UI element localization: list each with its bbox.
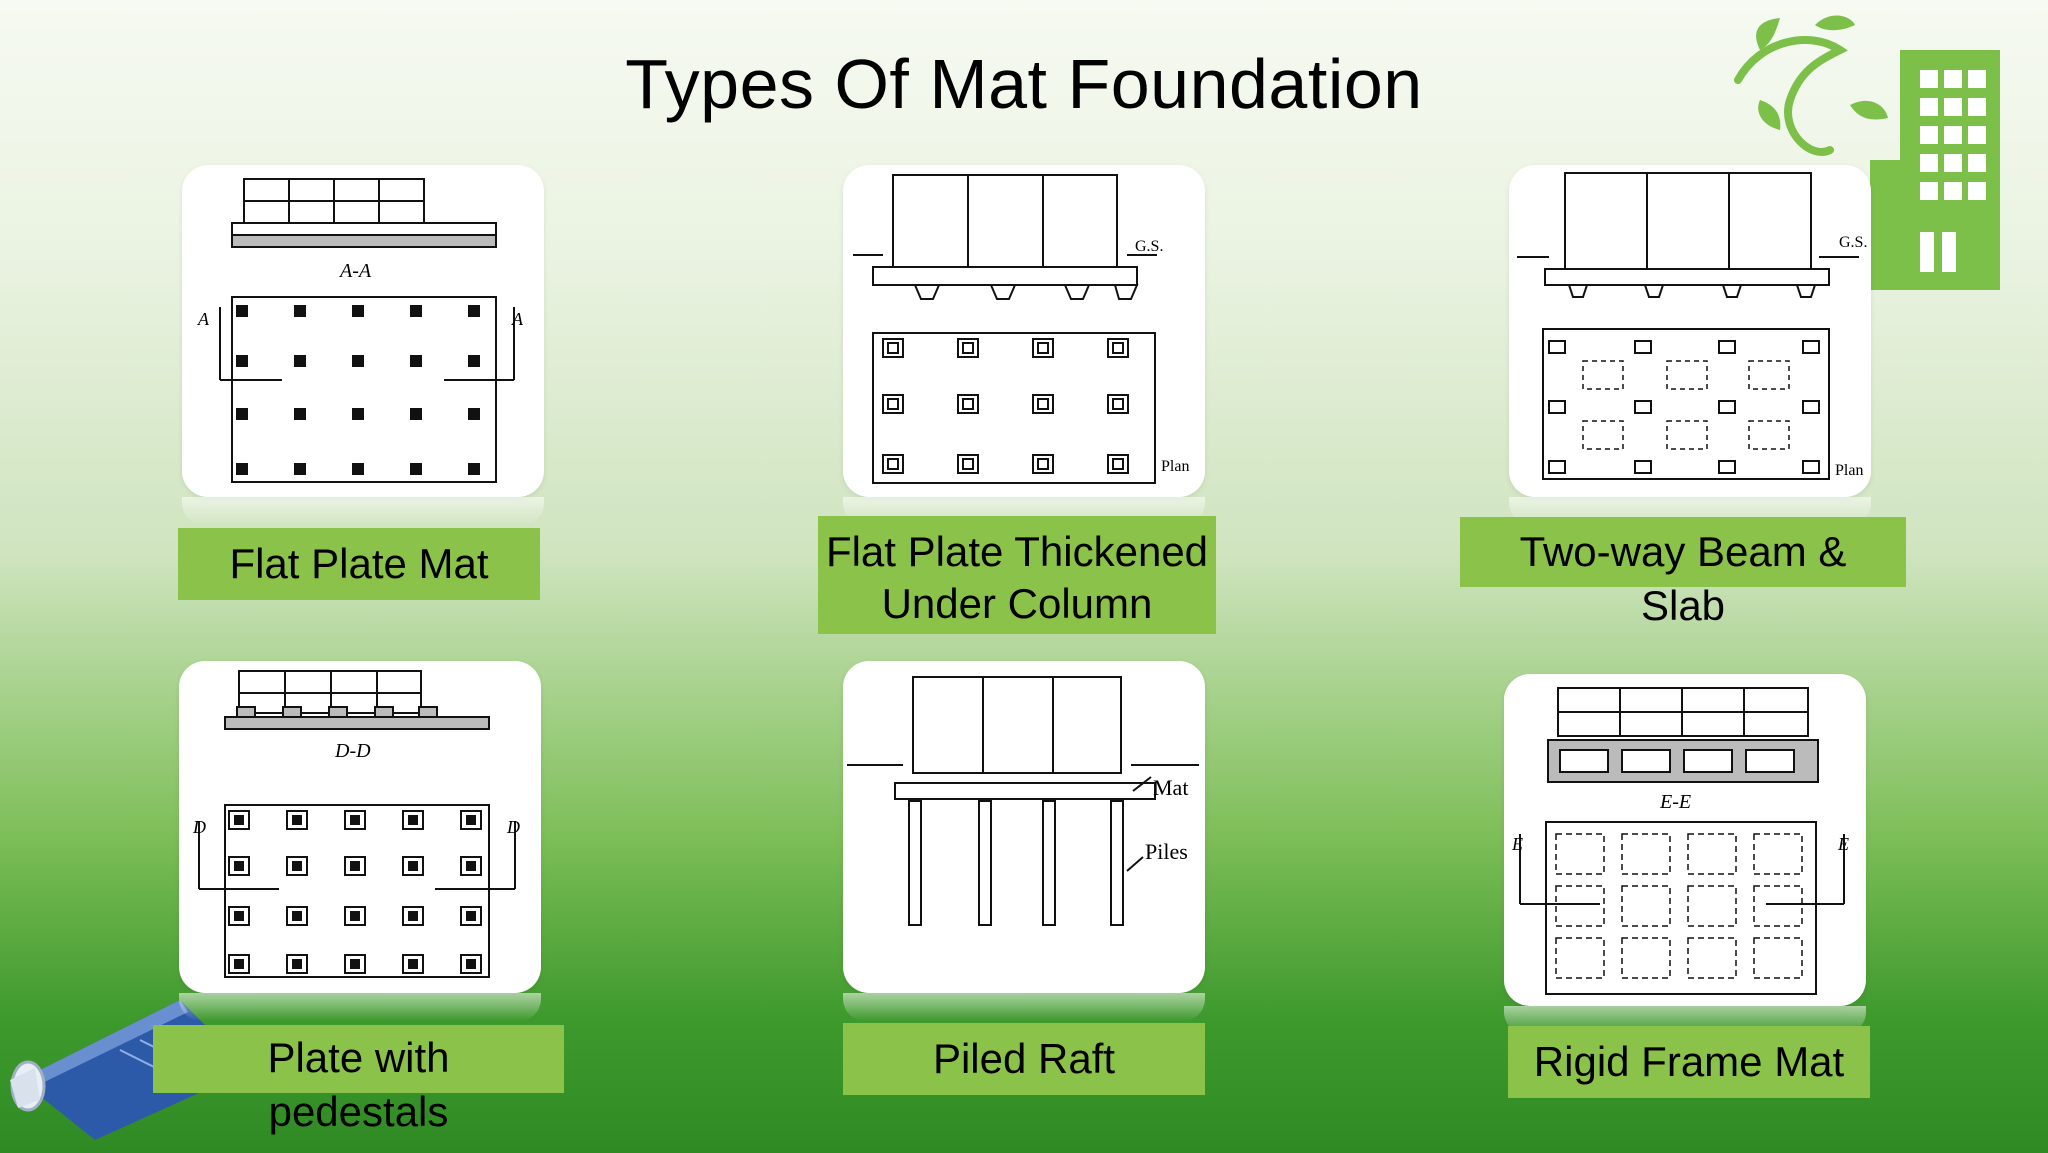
section-marker-left: D [192, 817, 206, 837]
plate-with-pedestals-diagram: D-D D D [179, 661, 541, 993]
column-grid [236, 305, 480, 475]
rigid-frame-mat-label: Rigid Frame Mat [1508, 1026, 1870, 1098]
piled-raft-diagram: Mat Piles [843, 661, 1205, 993]
piled-raft-label: Piled Raft [843, 1023, 1205, 1095]
section-label: E-E [1659, 791, 1691, 813]
ground-surface-label: G.S. [1135, 238, 1163, 255]
section-marker-left: E [1511, 834, 1523, 854]
section-marker-right: D [506, 817, 520, 837]
flat-plate-mat-label: Flat Plate Mat [178, 528, 540, 600]
plate-with-pedestals-label: Plate with pedestals [153, 1025, 564, 1135]
flat-plate-thickened-diagram: G.S. Plan [843, 165, 1205, 497]
plan-label: Plan [1835, 462, 1863, 479]
building-icon [1734, 15, 2000, 290]
two-way-beam-slab-label: Two-way Beam & Slab [1460, 517, 1906, 629]
section-marker-right: E [1837, 834, 1849, 854]
two-way-beam-slab-diagram: G.S. Plan [1509, 165, 1871, 497]
ground-surface-label: G.S. [1839, 234, 1867, 251]
section-marker-left: A [197, 309, 210, 329]
section-marker-right: A [511, 309, 524, 329]
flat-plate-mat-diagram: A-A A A [182, 165, 544, 497]
rigid-frame-mat-diagram: E-E E E [1504, 674, 1866, 1006]
section-label: D-D [334, 740, 371, 762]
slide-title: Types Of Mat Foundation [625, 45, 1423, 123]
flat-plate-thickened-label: Flat Plate Thickened Under Column [818, 516, 1216, 634]
plan-label: Plan [1161, 458, 1189, 475]
mat-label: Mat [1153, 775, 1188, 800]
piles-label: Piles [1145, 839, 1188, 864]
section-label: A-A [338, 260, 372, 282]
column-grid [882, 338, 1129, 474]
